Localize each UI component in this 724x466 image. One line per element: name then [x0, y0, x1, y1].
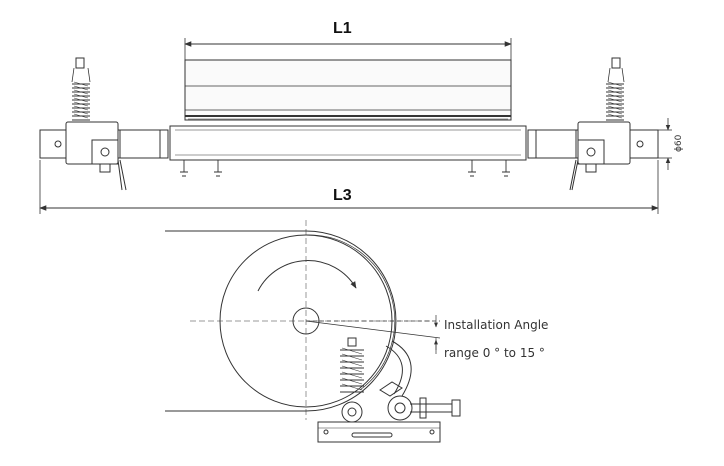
clamp-assembly	[341, 381, 461, 423]
angle-lines	[305, 315, 441, 354]
scraper-blade	[184, 59, 512, 121]
l3-dimension-line	[39, 160, 659, 214]
diameter-label: ϕ60	[674, 134, 684, 152]
blade-arm	[385, 340, 412, 397]
side-tensioner	[340, 337, 364, 393]
blade-holder	[169, 125, 527, 161]
installation-range-label: range 0 ° to 15 °	[444, 346, 545, 360]
main-shaft	[39, 129, 659, 159]
l3-label: L3	[333, 187, 352, 204]
conveyor-belt	[165, 230, 397, 412]
top-view	[39, 38, 672, 214]
mounting-bolts	[180, 160, 510, 177]
left-tensioner	[65, 57, 127, 191]
diameter-dimension-line	[658, 118, 672, 170]
l1-dimension-line	[184, 38, 512, 60]
side-view	[165, 220, 461, 443]
l1-label: L1	[333, 20, 352, 37]
right-tensioner	[569, 57, 631, 191]
base-plate	[317, 421, 441, 443]
installation-angle-label: Installation Angle	[444, 318, 549, 332]
pulley	[190, 220, 430, 420]
